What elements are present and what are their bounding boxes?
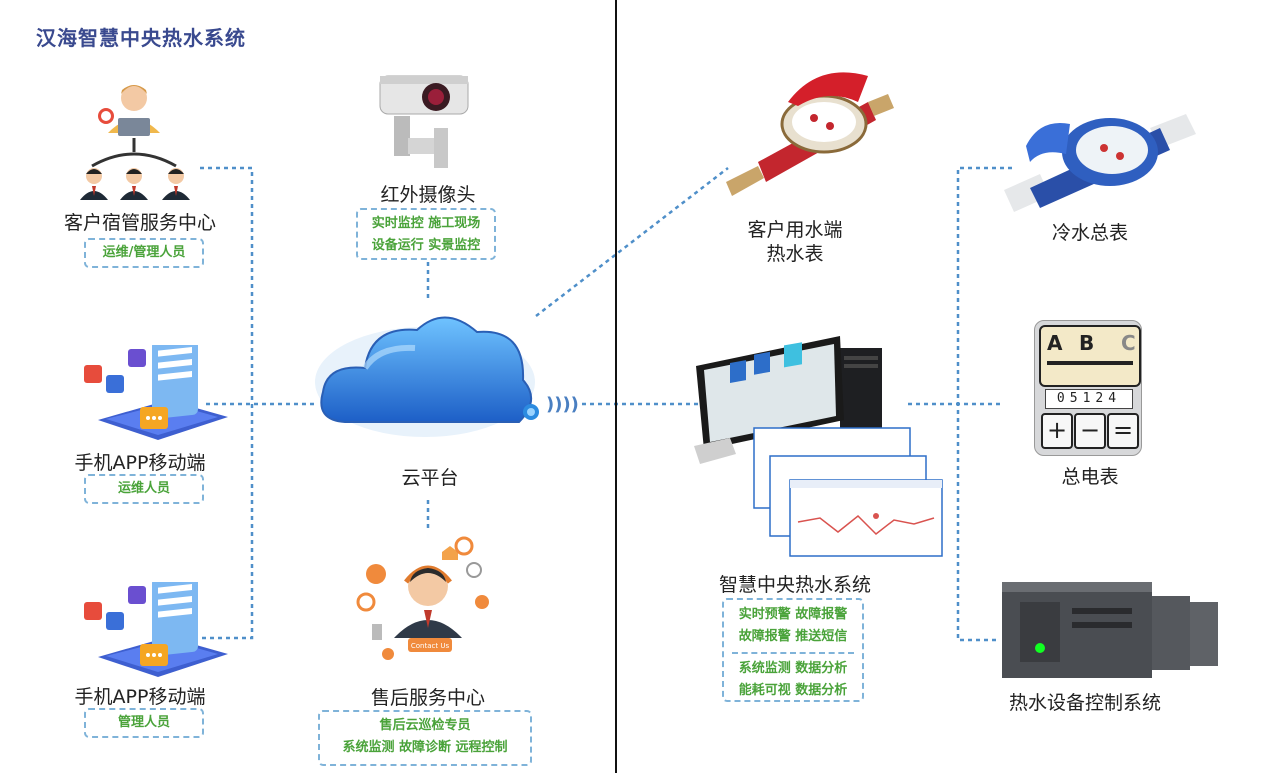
- after-sales-tag-2: 系统监测 故障诊断 远程控制: [342, 740, 508, 755]
- camera-tag-1: 实时监控 施工现场: [371, 216, 481, 231]
- power-meter-icon: A B C 05124 + − =: [1034, 320, 1142, 456]
- system-tag-a1: 实时预警 故障报警: [738, 607, 848, 622]
- meter-minus-key: −: [1074, 413, 1106, 449]
- system-tag-b2: 能耗可视 数据分析: [738, 683, 848, 698]
- dorm-center-tags: 运维/管理人员: [84, 238, 204, 268]
- app-mgmt-tag: 管理人员: [117, 715, 170, 730]
- system-tag-a2: 故障报警 推送短信: [738, 629, 848, 644]
- system-tags-divider: [732, 652, 854, 654]
- app-ops-label: 手机APP移动端: [74, 452, 206, 474]
- meter-letter-c: C: [1121, 331, 1136, 355]
- left-trunk-line: [200, 166, 254, 640]
- meter-plus-key: +: [1041, 413, 1073, 449]
- page-title: 汉海智慧中央热水系统: [36, 26, 246, 50]
- app-mgmt-tags: 管理人员: [84, 708, 204, 738]
- dorm-staff-illustration: [80, 85, 190, 200]
- meter-letter-a: A: [1047, 331, 1063, 355]
- after-sales-tags: 售后云巡检专员 系统监测 故障诊断 远程控制: [318, 710, 532, 766]
- meter-letter-b: B: [1079, 331, 1095, 355]
- cloud-to-hotmeter-line: [535, 167, 729, 317]
- central-system-label: 智慧中央热水系统: [718, 574, 871, 596]
- cold-water-meter-icon: [1004, 114, 1196, 212]
- contact-us-badge: Contact Us: [411, 642, 450, 650]
- app-ops-tags: 运维人员: [84, 474, 204, 504]
- cloud-label: 云平台: [401, 467, 459, 489]
- camera-label: 红外摄像头: [380, 184, 476, 206]
- meter-digits: 05124: [1045, 389, 1133, 409]
- right-trunk-line: [956, 166, 1012, 642]
- infrared-camera-icon: [379, 75, 469, 168]
- plc-label: 热水设备控制系统: [1008, 692, 1161, 714]
- app-mgmt-label: 手机APP移动端: [74, 686, 206, 708]
- mobile-app-ops-illustration: [84, 345, 228, 440]
- after-sales-label: 售后服务中心: [370, 687, 485, 709]
- system-tag-b1: 系统监测 数据分析: [738, 661, 848, 676]
- after-sales-tag-1: 售后云巡检专员: [379, 718, 471, 733]
- central-system-illustration: [694, 336, 943, 557]
- meter-equals-key: =: [1107, 413, 1139, 449]
- camera-tags: 实时监控 施工现场 设备运行 实景监控: [356, 208, 496, 260]
- hot-water-meter-icon: [726, 72, 894, 196]
- meter-needle-bar: [1047, 361, 1133, 365]
- cloud-platform-icon: [315, 316, 539, 437]
- central-system-tags: 实时预警 故障报警 故障报警 推送短信 系统监测 数据分析 能耗可视 数据分析: [722, 598, 864, 702]
- center-divider: [615, 0, 617, 773]
- hot-meter-label-line2: 热水表: [766, 243, 824, 265]
- dorm-center-label: 客户宿管服务中心: [63, 212, 216, 234]
- hot-meter-label: 客户用水端 热水表: [700, 218, 890, 266]
- hot-meter-label-line1: 客户用水端: [747, 219, 843, 241]
- cold-meter-label: 冷水总表: [1051, 222, 1128, 244]
- camera-tag-2: 设备运行 实景监控: [371, 238, 481, 253]
- app-ops-tag: 运维人员: [117, 481, 170, 496]
- dorm-center-tag: 运维/管理人员: [102, 245, 186, 260]
- mobile-app-mgmt-illustration: [84, 582, 228, 677]
- after-sales-service-icon: Contact Us: [356, 536, 489, 660]
- plc-control-system-icon: [1002, 582, 1218, 678]
- power-meter-label: 总电表: [1061, 466, 1119, 488]
- wifi-signal-icon: )))): [546, 394, 579, 415]
- power-meter-scale: A B C: [1039, 325, 1141, 387]
